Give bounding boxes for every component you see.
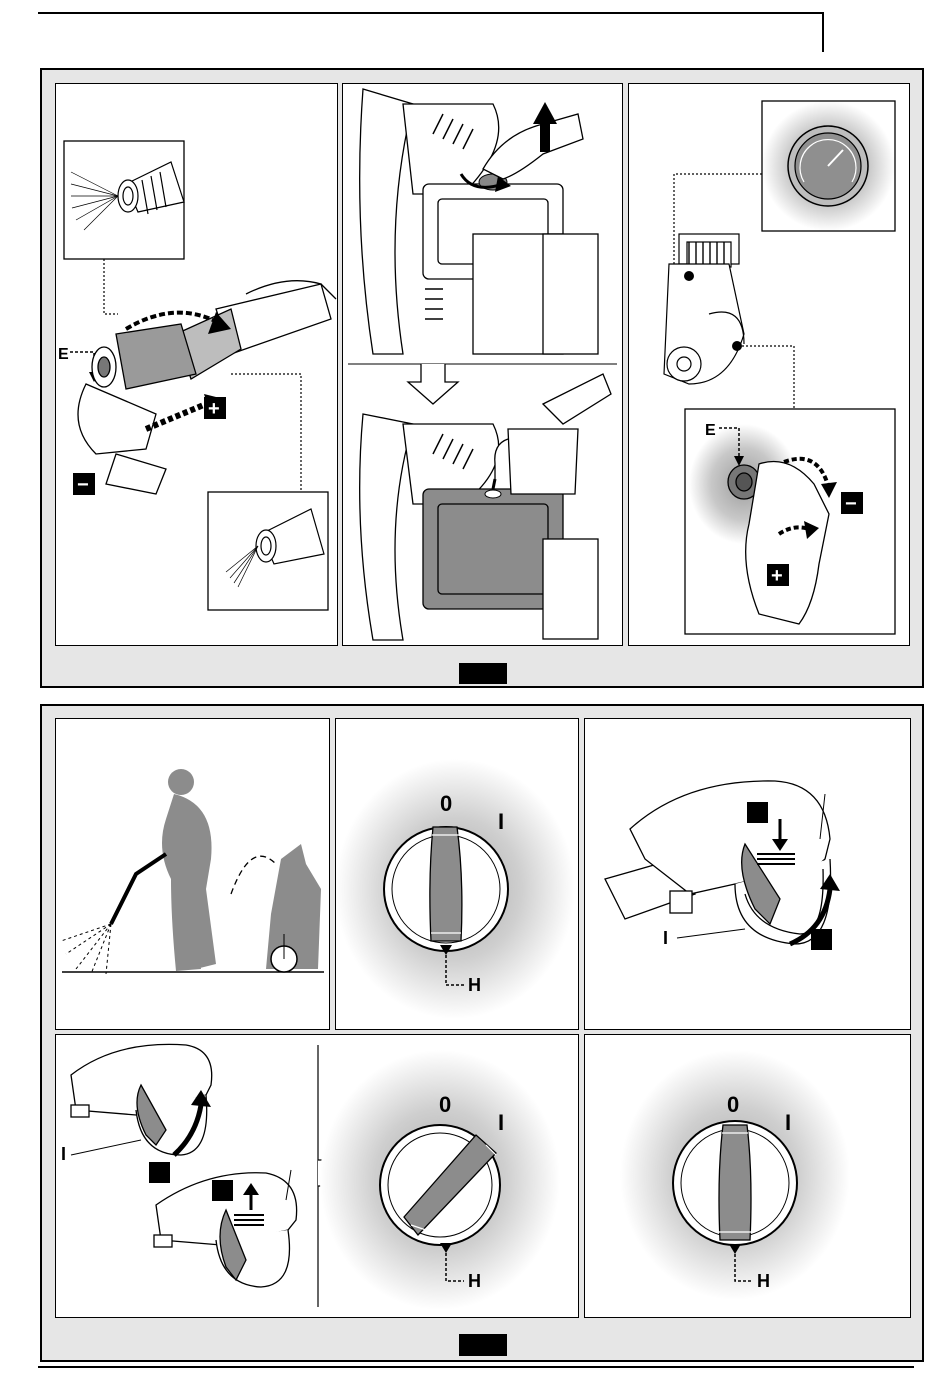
label-e: E [58,346,69,363]
label-0: 0 [727,1092,739,1117]
plus-sign: + [208,398,220,420]
operator-illustration [56,719,329,1029]
panel-pressure-gauge: E − + [628,83,910,646]
label-e: E [705,422,716,439]
panel-operator [55,718,330,1030]
panel-nozzle-adjust: E + − [55,83,338,646]
label-I: I [785,1110,791,1135]
figure-tab [459,1334,507,1356]
label-0: 0 [440,791,452,816]
label-H: H [468,975,481,995]
page-footer-rule [38,1366,914,1368]
panel-switch-final: 0 I H [584,1034,911,1318]
label-H: H [757,1271,770,1291]
figure-top: E + − [40,68,924,688]
panel-detergent-tank [342,83,623,646]
panel-switch-off: 0 I H [335,718,579,1030]
minus-sign: − [77,474,89,496]
label-0: 0 [439,1092,451,1117]
minus-sign: − [845,493,857,515]
label-H: H [468,1271,481,1291]
label-I: I [498,1110,504,1135]
trigger-gun-2-illustration: I 0 I [56,1035,578,1317]
figure-tab [459,663,507,684]
label-I: I [663,928,668,948]
switch-final-illustration: 0 I H [585,1035,910,1317]
detergent-tank-illustration [343,84,622,645]
switch-off-illustration: 0 I H [336,719,578,1029]
label-I: I [61,1144,66,1164]
figure-bottom: 0 I H [40,704,924,1362]
page-header-rule [38,12,824,52]
trigger-gun-1-illustration: I [585,719,910,1029]
panel-trigger-gun-1: I [584,718,911,1030]
plus-sign: + [771,565,783,587]
panel-trigger-gun-2: I 0 I [55,1034,579,1318]
label-I: I [498,809,504,834]
pressure-gauge-illustration: E − + [629,84,909,645]
nozzle-adjust-illustration: E + − [56,84,337,645]
